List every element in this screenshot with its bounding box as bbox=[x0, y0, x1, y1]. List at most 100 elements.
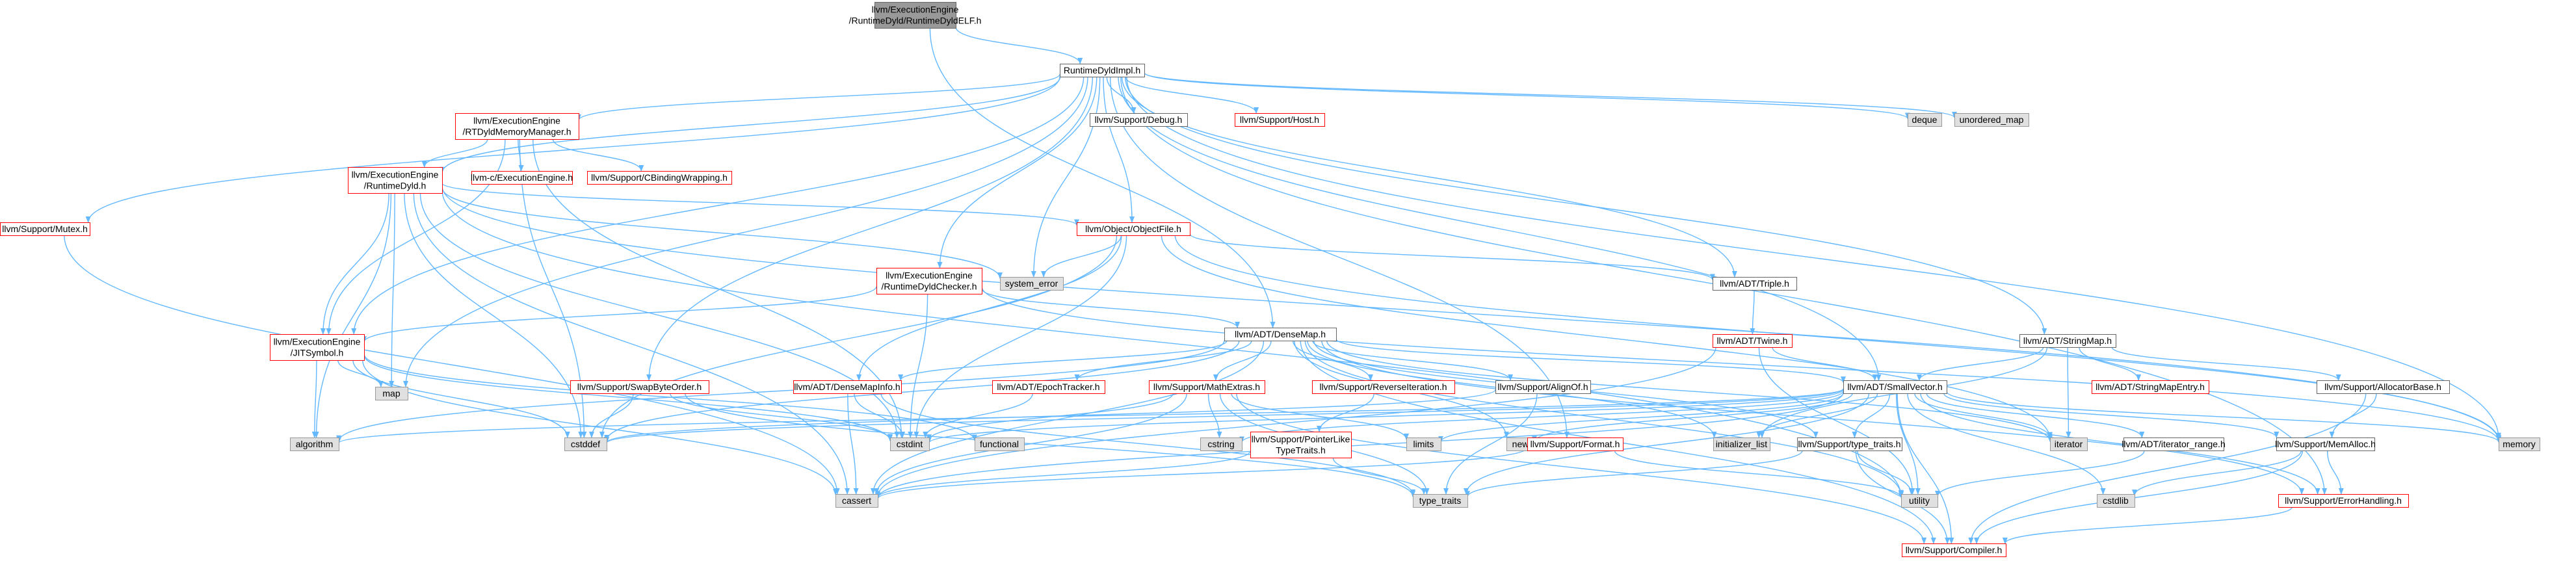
edge-n26-n39 bbox=[1852, 393, 1891, 438]
include-node-n14[interactable]: llvm/ADT/Triple.h bbox=[1713, 277, 1797, 291]
include-node-n28[interactable]: llvm/Support/AllocatorBase.h bbox=[2317, 380, 2450, 394]
node-label: llvm/Support/MathExtras.h bbox=[1153, 382, 1260, 392]
include-node-n31: cstdint bbox=[890, 437, 930, 451]
edge-n11-n13 bbox=[1041, 235, 1122, 278]
node-label: utility bbox=[1909, 495, 1930, 506]
edge-n20-n31 bbox=[670, 393, 893, 441]
include-node-n26[interactable]: llvm/ADT/SmallVector.h bbox=[1843, 380, 1947, 394]
include-node-n42[interactable]: llvm/Support/MemAlloc.h bbox=[2275, 437, 2376, 451]
include-node-n39[interactable]: llvm/Support/type_traits.h bbox=[1797, 437, 1902, 451]
node-label: iterator bbox=[2055, 439, 2083, 449]
nodes-layer: llvm/ExecutionEngine/RuntimeDyld/Runtime… bbox=[0, 2, 2540, 557]
node-box bbox=[570, 380, 709, 394]
node-box bbox=[874, 2, 956, 29]
include-node-n3[interactable]: llvm/Support/Debug.h bbox=[1090, 113, 1188, 127]
edge-n11-n14 bbox=[1189, 233, 1715, 281]
node-label: llvm/ADT/StringMap.h bbox=[2023, 335, 2112, 346]
node-box bbox=[992, 380, 1105, 394]
include-node-n17[interactable]: llvm/ADT/DenseMap.h bbox=[1224, 328, 1337, 341]
include-node-n0[interactable]: llvm/ExecutionEngine/RuntimeDyld/Runtime… bbox=[849, 2, 982, 29]
node-label: /RuntimeDyld/RuntimeDyldELF.h bbox=[849, 16, 982, 26]
include-node-n19[interactable]: llvm/ADT/StringMap.h bbox=[2019, 334, 2116, 348]
edge-n17-n46 bbox=[1304, 340, 1904, 497]
edge-n17-n40 bbox=[1326, 340, 2053, 443]
edge-n41-n46 bbox=[1935, 450, 2145, 497]
include-node-n21[interactable]: llvm/ADT/DenseMapInfo.h bbox=[793, 380, 902, 394]
include-node-n2[interactable]: llvm/ExecutionEngine/RTDyldMemoryManager… bbox=[455, 113, 579, 140]
edge-n42-n48 bbox=[2326, 450, 2344, 495]
edge-n17-n48 bbox=[1321, 340, 2305, 495]
edge-n35-n44 bbox=[875, 450, 1251, 499]
node-label: llvm/Support/Format.h bbox=[1531, 439, 1620, 449]
node-box bbox=[1224, 328, 1337, 341]
edge-n26-n34 bbox=[1438, 393, 1844, 443]
include-node-n20[interactable]: llvm/Support/SwapByteOrder.h bbox=[570, 380, 709, 394]
edge-n0-n17 bbox=[929, 27, 1276, 328]
include-node-n9[interactable]: llvm/Support/CBindingWrapping.h bbox=[587, 171, 732, 185]
node-label: type_traits bbox=[1419, 495, 1462, 506]
edge-n26-n48 bbox=[1920, 393, 2320, 495]
include-node-n48[interactable]: llvm/Support/ErrorHandling.h bbox=[2278, 494, 2409, 508]
node-label: llvm/ExecutionEngine bbox=[274, 337, 361, 347]
include-node-n7[interactable]: llvm/ExecutionEngine/RuntimeDyld.h bbox=[348, 167, 443, 194]
edge-n20-n45 bbox=[685, 393, 1415, 498]
node-label: llvm/ExecutionEngine bbox=[473, 116, 560, 126]
node-box bbox=[1312, 380, 1455, 394]
include-node-n4[interactable]: llvm/Support/Host.h bbox=[1235, 113, 1325, 127]
include-node-n12[interactable]: llvm/ExecutionEngine/RuntimeDyldChecker.… bbox=[876, 268, 982, 294]
node-label: memory bbox=[2503, 439, 2536, 449]
edge-n14-n18 bbox=[1750, 289, 1755, 335]
node-label: llvm/ADT/StringMapEntry.h bbox=[2096, 382, 2205, 392]
node-label: RuntimeDyldImpl.h bbox=[1064, 65, 1140, 75]
node-box bbox=[1527, 437, 1623, 451]
include-node-n8[interactable]: llvm-c/ExecutionEngine.h bbox=[471, 171, 573, 185]
include-node-n5: deque bbox=[1908, 113, 1942, 127]
include-node-n27[interactable]: llvm/ADT/StringMapEntry.h bbox=[2092, 380, 2209, 394]
edge-n26-n46 bbox=[1895, 393, 1921, 495]
include-node-n24[interactable]: llvm/Support/ReverseIteration.h bbox=[1312, 380, 1455, 394]
include-node-n23[interactable]: llvm/Support/MathExtras.h bbox=[1149, 380, 1265, 394]
node-box bbox=[1235, 113, 1325, 127]
node-box bbox=[2123, 437, 2224, 451]
edge-n1-n4 bbox=[1125, 76, 1259, 114]
include-node-n11[interactable]: llvm/Object/ObjectFile.h bbox=[1077, 222, 1190, 236]
include-node-n41[interactable]: llvm/ADT/iterator_range.h bbox=[2122, 437, 2226, 451]
include-node-n10[interactable]: llvm/Support/Mutex.h bbox=[0, 222, 90, 236]
include-node-n49[interactable]: llvm/Support/Compiler.h bbox=[1902, 543, 2006, 557]
edge-n1-n5 bbox=[1144, 72, 1910, 120]
edge-n21-n31 bbox=[854, 393, 906, 438]
node-label: llvm/ADT/DenseMapInfo.h bbox=[794, 382, 900, 392]
edge-n1-n19 bbox=[1125, 76, 2047, 335]
node-box bbox=[1250, 432, 1352, 458]
edge-n11-n30 bbox=[599, 235, 1118, 438]
node-label: llvm/Object/ObjectFile.h bbox=[1085, 224, 1181, 234]
edge-n1-n16 bbox=[403, 76, 1088, 387]
edge-n1-n6 bbox=[1144, 72, 1957, 118]
edge-n42-n49 bbox=[1974, 450, 2304, 544]
include-node-n18[interactable]: llvm/ADT/Twine.h bbox=[1713, 334, 1793, 348]
node-label: deque bbox=[1912, 114, 1938, 125]
include-node-n1[interactable]: RuntimeDyldImpl.h bbox=[1060, 64, 1145, 77]
node-box bbox=[1495, 380, 1591, 394]
include-node-n13: system_error bbox=[1000, 277, 1064, 291]
node-label: llvm/Support/AllocatorBase.h bbox=[2324, 382, 2441, 392]
include-node-n37[interactable]: llvm/Support/Format.h bbox=[1527, 437, 1623, 451]
node-box bbox=[1149, 380, 1265, 394]
include-node-n25[interactable]: llvm/Support/AlignOf.h bbox=[1495, 380, 1591, 394]
edge-n17-n23 bbox=[1213, 340, 1272, 381]
include-node-n6: unordered_map bbox=[1954, 113, 2029, 127]
edge-n12-n43 bbox=[981, 286, 2501, 443]
node-box bbox=[290, 437, 339, 451]
edge-n26-n49 bbox=[1897, 393, 1954, 544]
include-node-n22[interactable]: llvm/ADT/EpochTracker.h bbox=[992, 380, 1105, 394]
edge-n1-n10 bbox=[85, 76, 1060, 223]
edge-n19-n28 bbox=[2111, 346, 2341, 381]
edge-n26-n42 bbox=[1943, 393, 2280, 438]
include-node-n15[interactable]: llvm/ExecutionEngine/JITSymbol.h bbox=[270, 334, 365, 361]
node-box bbox=[876, 268, 982, 294]
node-label: llvm/Support/Mutex.h bbox=[2, 224, 88, 234]
node-box bbox=[1406, 437, 1441, 451]
edge-n1-n3 bbox=[1106, 76, 1137, 114]
node-label: TypeTraits.h bbox=[1276, 445, 1326, 456]
